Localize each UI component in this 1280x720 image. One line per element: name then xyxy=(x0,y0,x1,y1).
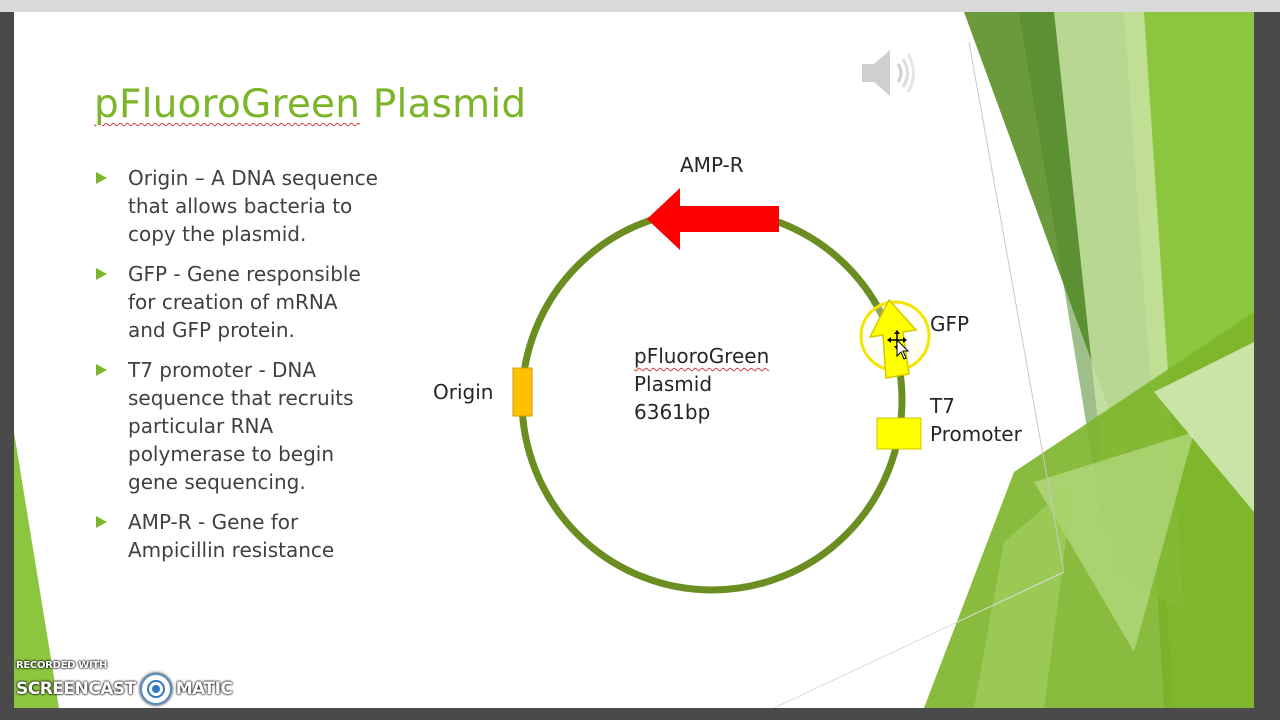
triangle-bullet-icon xyxy=(96,268,107,280)
triangle-bullet-icon xyxy=(96,516,107,528)
triangle-bullet-icon xyxy=(96,364,107,376)
plasmid-diagram xyxy=(512,188,931,594)
move-cursor-icon xyxy=(887,330,910,360)
title-plasmid-name: pFluoroGreen xyxy=(94,82,361,127)
screencast-watermark: RECORDED WITH SCREENCAST MATIC xyxy=(16,660,233,705)
bullet-text: T7 promoter - DNA sequence that recruits… xyxy=(128,358,354,494)
origin-label: Origin xyxy=(433,380,494,404)
bullet-item-t7: T7 promoter - DNA sequence that recruits… xyxy=(94,356,394,496)
window-frame-top xyxy=(0,0,1280,12)
bullet-text: GFP - Gene responsible for creation of m… xyxy=(128,262,361,342)
presentation-slide: pFluoroGreen Plasmid Origin – A DNA sequ… xyxy=(14,12,1254,708)
plasmid-name: pFluoroGreen xyxy=(634,344,770,368)
origin-marker xyxy=(512,367,533,417)
plasmid-word: Plasmid xyxy=(634,372,713,396)
watermark-part1: SCREENCAST xyxy=(16,679,136,699)
plasmid-center-label: pFluoroGreen Plasmid 6361bp xyxy=(634,342,769,426)
title-suffix: Plasmid xyxy=(360,82,527,127)
amp-r-arrow xyxy=(647,188,779,250)
bullet-list: Origin – A DNA sequence that allows bact… xyxy=(94,164,394,576)
watermark-part2: MATIC xyxy=(175,679,233,699)
plasmid-size: 6361bp xyxy=(634,400,711,424)
watermark-brand: SCREENCAST MATIC xyxy=(16,673,233,705)
gfp-label: GFP xyxy=(930,312,970,336)
bullet-item-ampr: AMP-R - Gene for Ampicillin resistance xyxy=(94,508,394,564)
bullet-text: AMP-R - Gene for Ampicillin resistance xyxy=(128,510,335,562)
t7-promoter-marker xyxy=(876,417,922,450)
slide-background-art xyxy=(14,12,1254,708)
amp-r-label: AMP-R xyxy=(680,153,744,177)
bullet-text: Origin – A DNA sequence that allows bact… xyxy=(128,166,378,246)
speaker-icon[interactable] xyxy=(856,40,922,106)
slide-title: pFluoroGreen Plasmid xyxy=(94,82,526,127)
watermark-recorded-with: RECORDED WITH xyxy=(16,660,108,671)
screencast-logo-icon xyxy=(139,673,172,705)
t7-promoter-label: T7 Promoter xyxy=(930,394,1022,446)
bullet-item-gfp: GFP - Gene responsible for creation of m… xyxy=(94,260,394,344)
triangle-bullet-icon xyxy=(96,172,107,184)
bullet-item-origin: Origin – A DNA sequence that allows bact… xyxy=(94,164,394,248)
